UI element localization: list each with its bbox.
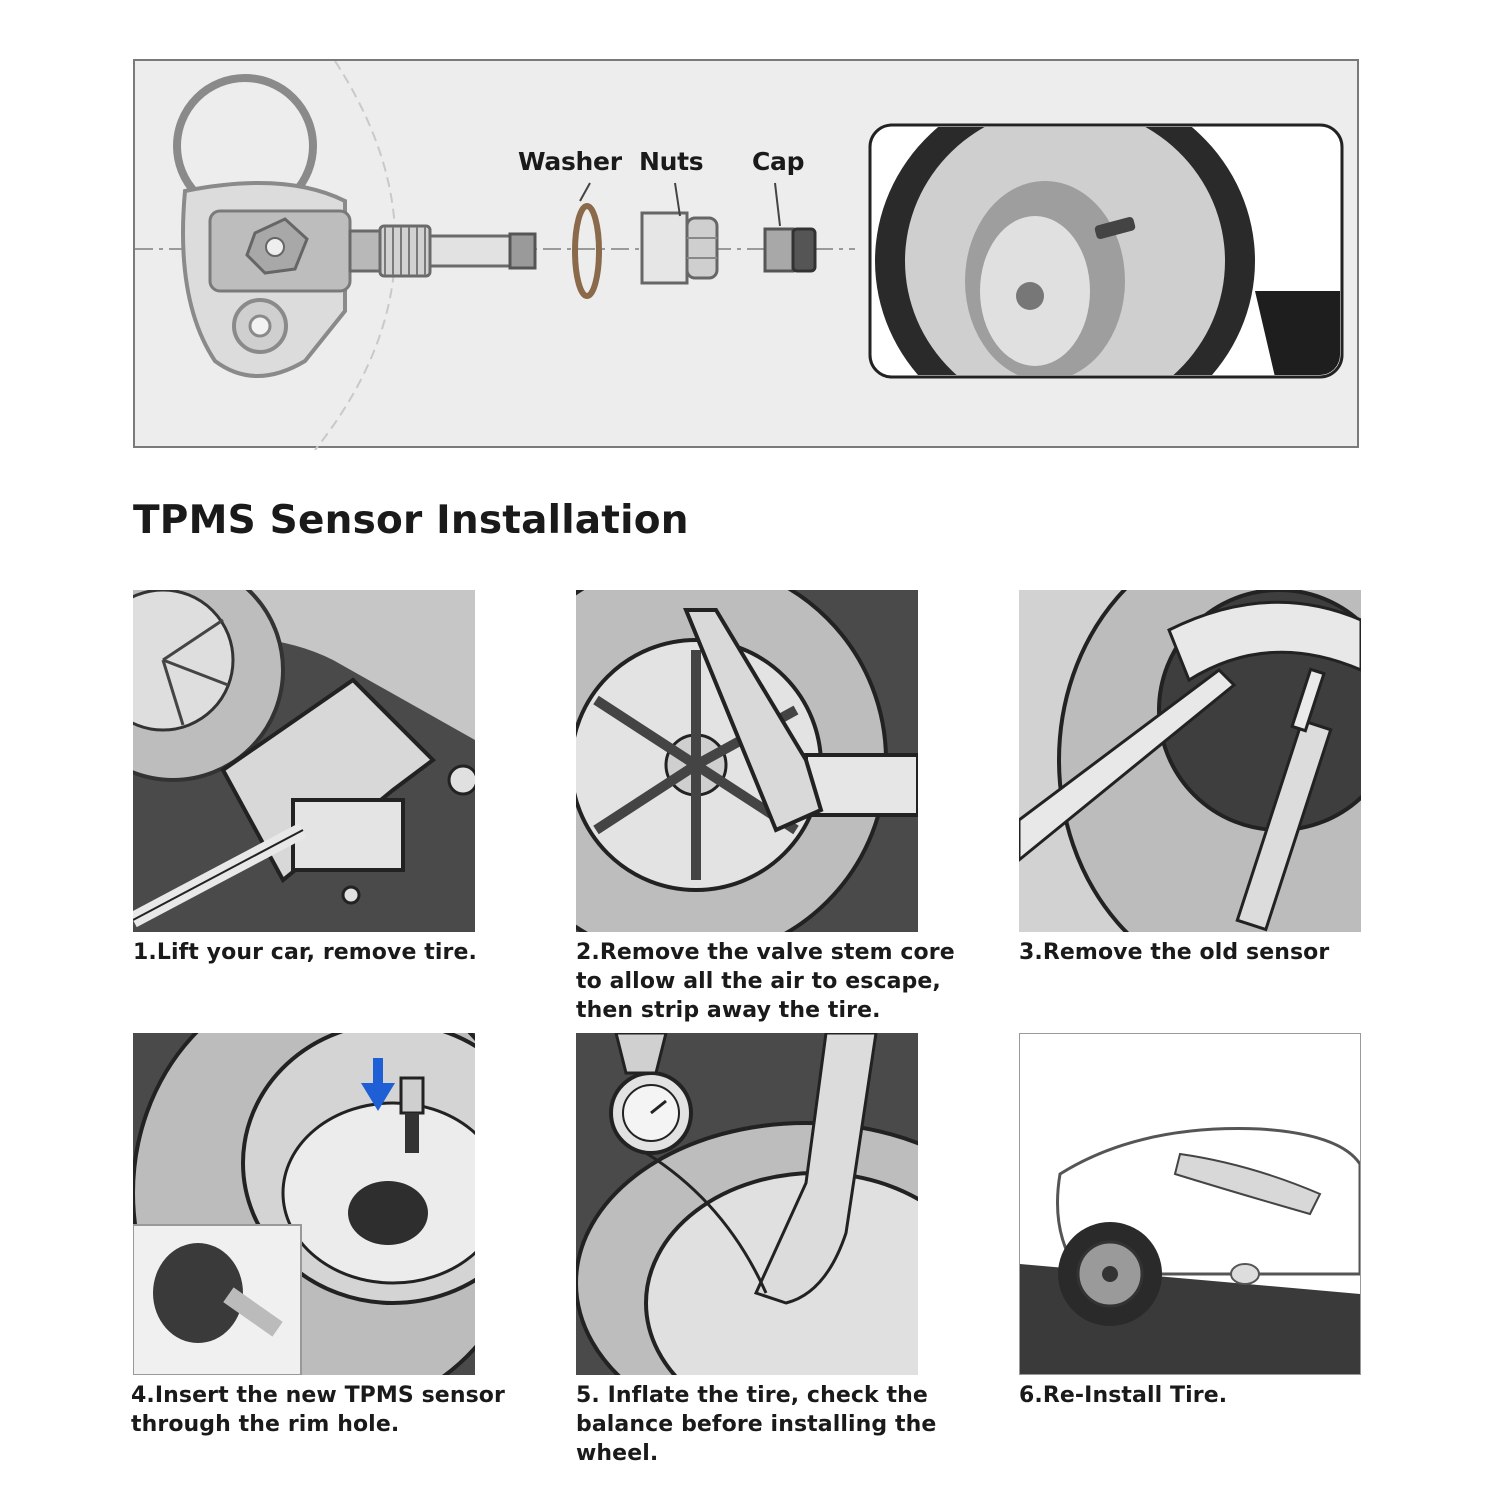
step-4-text: 4.Insert the new TPMS sensor through the…: [131, 1381, 505, 1439]
tpms-sensor-drawing: [173, 74, 537, 378]
step-3-line: 3.Remove the old sensor: [1019, 940, 1330, 965]
cap-drawing: [763, 227, 817, 273]
sensor-parts-diagram: Washer Nuts Cap: [133, 59, 1359, 450]
wheel-inset: [868, 123, 1344, 379]
page-title: TPMS Sensor Installation: [133, 498, 689, 543]
parts-illustration: [135, 61, 1344, 450]
washer-drawing: [572, 203, 602, 299]
step-6-image: [1019, 1033, 1361, 1375]
washer-label: Washer: [518, 147, 622, 176]
step-4-image: [133, 1033, 475, 1375]
step-2-line: to allow all the air to escape,: [576, 969, 941, 994]
nut-drawing: [640, 211, 719, 285]
step-5-image: [576, 1033, 918, 1375]
step-3-image: [1019, 590, 1361, 932]
step-5-line: wheel.: [576, 1441, 659, 1466]
step-6-text: 6.Re-Install Tire.: [1019, 1381, 1227, 1410]
step-5-line: 5. Inflate the tire, check the: [576, 1383, 928, 1408]
step-3-text: 3.Remove the old sensor: [1019, 938, 1329, 967]
step-1-line: 1.Lift your car, remove tire.: [133, 940, 477, 965]
step-2-text: 2.Remove the valve stem core to allow al…: [576, 938, 955, 1025]
nuts-label: Nuts: [639, 147, 704, 176]
step-5-line: balance before installing the: [576, 1412, 937, 1437]
down-arrow-icon: [361, 1058, 395, 1111]
step-6-line: 6.Re-Install Tire.: [1019, 1383, 1228, 1408]
cap-label: Cap: [752, 147, 805, 176]
step-1-text: 1.Lift your car, remove tire.: [133, 938, 477, 967]
step-1-image: [133, 590, 475, 932]
step-4-line: through the rim hole.: [131, 1412, 400, 1437]
step-2-line: then strip away the tire.: [576, 998, 881, 1023]
step-4-line: 4.Insert the new TPMS sensor: [131, 1383, 505, 1408]
step-2-line: 2.Remove the valve stem core: [576, 940, 955, 965]
step-5-text: 5. Inflate the tire, check the balance b…: [576, 1381, 936, 1468]
step-2-image: [576, 590, 918, 932]
